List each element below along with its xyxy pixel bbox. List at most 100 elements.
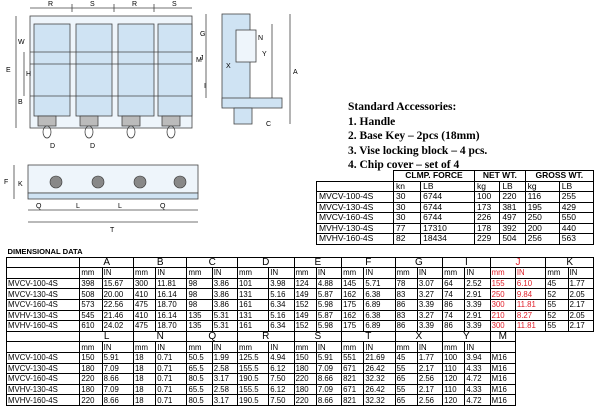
dim-group: A: [79, 256, 134, 269]
blank-cell: [5, 341, 81, 353]
dim-cell: 0.71: [155, 383, 188, 396]
dim-unit: IN: [315, 267, 343, 279]
dim-label: B: [18, 99, 23, 106]
weight-header: CLMP. FORCE: [392, 170, 476, 182]
model-name: MVCV-130-4S: [5, 288, 81, 300]
dim-cell: 3.86: [211, 298, 239, 311]
dim-cell: 161: [237, 298, 270, 311]
dim-cell: 150: [293, 351, 317, 364]
dim-group: D: [237, 256, 295, 269]
dim-label: X: [226, 63, 231, 70]
weight-table: CLMP. FORCE NET WT. GROSS WT. kn LB kg L…: [316, 170, 595, 245]
weight-cell: 255: [558, 191, 595, 203]
standard-accessories: Standard Accessories: 1. Handle 2. Base …: [348, 100, 588, 173]
dim-cell: 1.99: [211, 351, 239, 364]
unit: kg: [524, 180, 560, 192]
dim-unit: IN: [464, 267, 491, 279]
dim-cell: 150: [79, 351, 103, 364]
weight-cell: 30: [392, 191, 422, 203]
dim-cell: 3.07: [416, 277, 444, 290]
dim-cell: 175: [341, 298, 365, 311]
accessory-item: 2. Base Key – 2pcs (18mm): [348, 130, 480, 142]
model-name: MVHV-130-4S: [5, 383, 81, 396]
unit: LB: [558, 180, 595, 192]
dim-cell: 18: [132, 362, 157, 375]
model-name: MVCV-160-4S: [316, 212, 394, 224]
dim-unit: mm: [237, 341, 270, 353]
dim-unit: IN: [155, 267, 188, 279]
dim-group: Y: [442, 330, 491, 343]
weight-cell: 100: [474, 191, 501, 203]
dim-cell: 149: [293, 309, 317, 322]
dim-unit: mm: [79, 341, 103, 353]
model-name: MVHV-160-4S: [5, 320, 81, 332]
dim-cell: 6.38: [363, 309, 396, 322]
dim-cell: 3.27: [416, 288, 444, 300]
dim-unit: mm: [341, 341, 365, 353]
dim-label: N: [258, 35, 263, 42]
dim-cell: 152: [293, 320, 317, 332]
weight-cell: 226: [474, 212, 501, 224]
dim-cell: 86: [394, 320, 418, 332]
weight-cell: 6744: [420, 191, 476, 203]
dim-label: L: [118, 203, 122, 210]
dim-unit: IN: [416, 341, 444, 353]
dim-cell: 4.88: [315, 277, 343, 290]
dim-cell: 83: [394, 288, 418, 300]
dim-label: R: [48, 1, 53, 8]
dim-cell: 32.32: [363, 394, 396, 406]
dim-cell: 180: [293, 362, 317, 375]
dim-cell: 52: [545, 309, 569, 322]
dim-cell: 16.14: [155, 288, 188, 300]
dim-cell: 3.39: [416, 320, 444, 332]
dim-cell: 3.39: [464, 298, 491, 311]
dim-cell: 16.14: [155, 309, 188, 322]
dim-cell: 74: [442, 309, 466, 322]
weight-cell: 30: [392, 201, 422, 213]
dim-group: F: [341, 256, 396, 269]
dim-group: M: [489, 330, 516, 343]
dim-label: Q: [160, 203, 166, 210]
weight-units-row: kn LB kg LB kg LB: [316, 180, 595, 192]
weight-cell: 173: [474, 201, 501, 213]
dim-cell: 65: [394, 394, 418, 406]
dim-cell: 5.91: [315, 351, 343, 364]
dim-cell: 3.39: [416, 298, 444, 311]
dim-cell: 5.87: [315, 288, 343, 300]
weight-cell: 429: [558, 201, 595, 213]
dim-cell: 6.12: [268, 362, 295, 375]
dim-group: K: [545, 256, 594, 269]
dim-cell: 190.5: [237, 394, 270, 406]
weight-cell: 82: [392, 233, 422, 245]
dim-cell: 98: [186, 288, 213, 300]
dim-cell: 55: [394, 383, 418, 396]
weight-cell: 229: [474, 233, 501, 245]
dim-label: L: [76, 203, 80, 210]
dim-cell: 65: [394, 373, 418, 385]
dim-cell: 0.71: [155, 362, 188, 375]
dim-cell: 65.5: [186, 383, 213, 396]
weight-cell: 77: [392, 222, 422, 234]
dim-unit: IN: [363, 341, 396, 353]
dim-cell: 24.02: [101, 320, 134, 332]
dim-cell: 2.52: [464, 277, 491, 290]
dim-cell: 26.42: [363, 383, 396, 396]
dim-cell: 11.81: [514, 298, 547, 311]
dim-cell: 3.39: [464, 320, 491, 332]
dim-unit: IN: [211, 341, 239, 353]
dim-cell: 4.94: [268, 351, 295, 364]
dim-group: R: [237, 330, 295, 343]
dim-cell: 110: [442, 383, 466, 396]
model-name: MVHV-130-4S: [316, 222, 394, 234]
dim-label: H: [26, 71, 31, 78]
unit: [316, 180, 394, 192]
dim-unit: IN: [268, 341, 295, 353]
dim-cell: 2.17: [567, 298, 595, 311]
dim-cell: 475: [132, 298, 157, 311]
dim-group: X: [394, 330, 444, 343]
dim-cell: 6.38: [363, 288, 396, 300]
